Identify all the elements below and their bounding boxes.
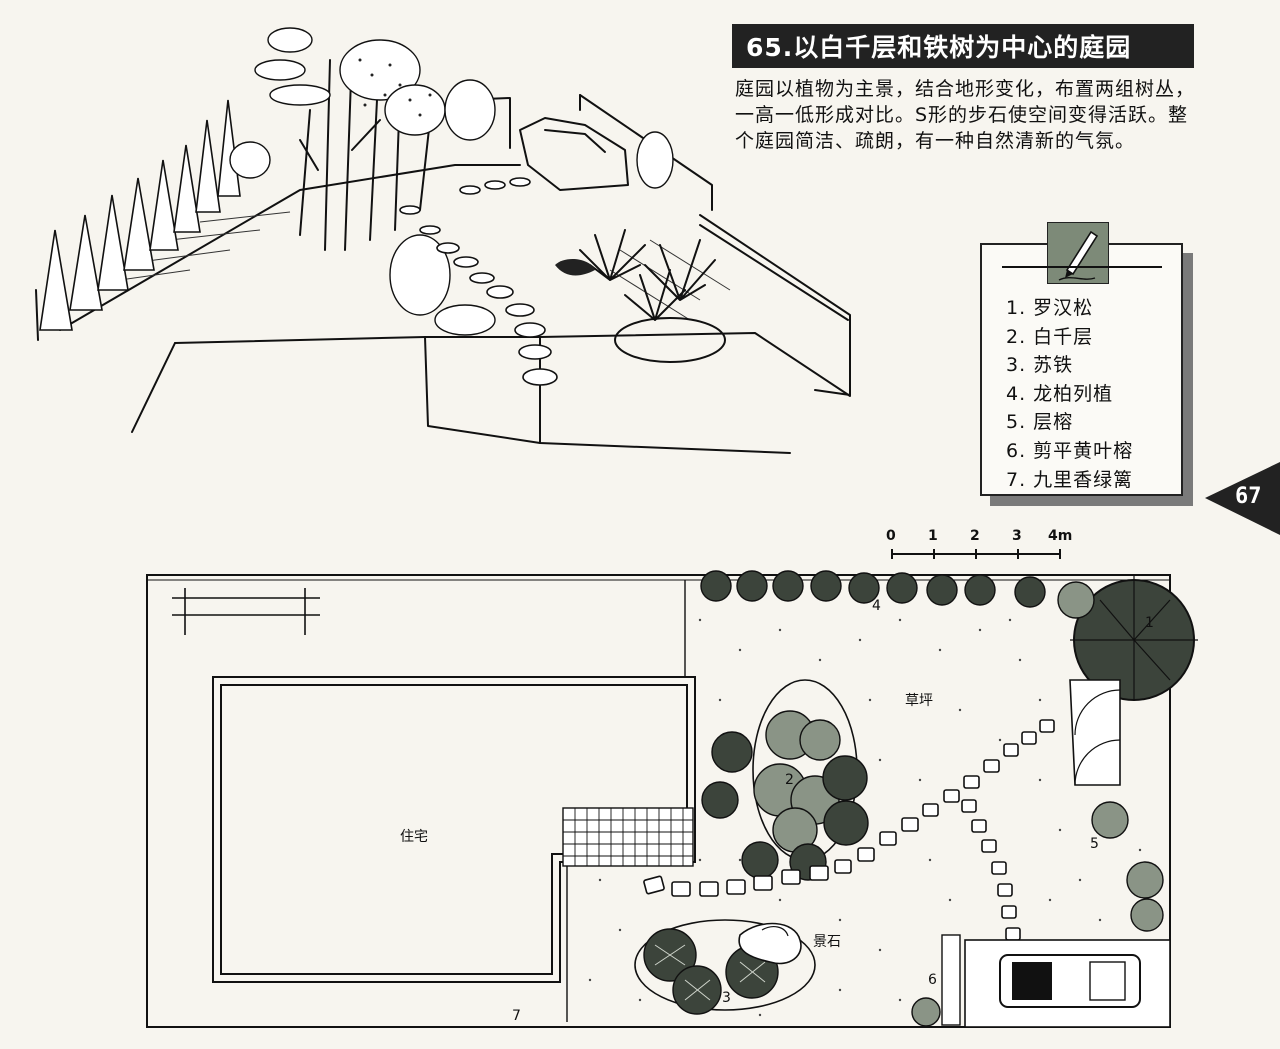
label-7: 7 [512,1008,521,1024]
page-number: 67 [1235,484,1262,509]
page-title: 65.以白千层和铁树为中心的庭园 [732,24,1194,68]
scale-bar [891,549,1061,559]
legend-list: 1. 罗汉松 2. 白千层 3. 苏铁 4. 龙柏列植 5. 层榕 6. 剪平黄… [1006,294,1133,494]
legend-item: 6. 剪平黄叶榕 [1006,439,1134,462]
label-lawn: 草坪 [905,693,933,709]
site-plan [146,570,1198,1028]
legend-item: 3. 苏铁 [1006,354,1074,377]
label-4: 4 [872,598,881,614]
description-text: 庭园以植物为主景，结合地形变化，布置两组树丛，一高一低形成对比。S形的步石使空间… [735,78,1196,152]
legend-rule [1002,266,1162,268]
scale-tick-1: 1 [928,528,938,544]
scale-tick-0: 0 [886,528,896,544]
pencil-icon [1047,222,1109,284]
label-3: 3 [722,990,731,1006]
page-tab [1205,462,1280,535]
legend-item: 4. 龙柏列植 [1006,382,1114,405]
legend-item: 7. 九里香绿篱 [1006,468,1134,491]
scale-tick-3: 3 [1012,528,1022,544]
lawn-stipple [588,618,1152,1017]
legend-item: 5. 层榕 [1006,411,1074,434]
label-rock: 景石 [813,934,841,950]
perspective-sketch [35,27,851,454]
label-house: 住宅 [400,829,428,845]
label-5: 5 [1090,836,1099,852]
scale-tick-4: 4m [1048,528,1073,544]
legend-item: 2. 白千层 [1006,325,1094,348]
label-2: 2 [785,772,794,788]
legend-card: 1. 罗汉松 2. 白千层 3. 苏铁 4. 龙柏列植 5. 层榕 6. 剪平黄… [980,222,1183,496]
label-1: 1 [1145,615,1154,631]
legend-item: 1. 罗汉松 [1006,297,1094,319]
scale-tick-2: 2 [970,528,980,544]
label-6: 6 [928,972,937,988]
